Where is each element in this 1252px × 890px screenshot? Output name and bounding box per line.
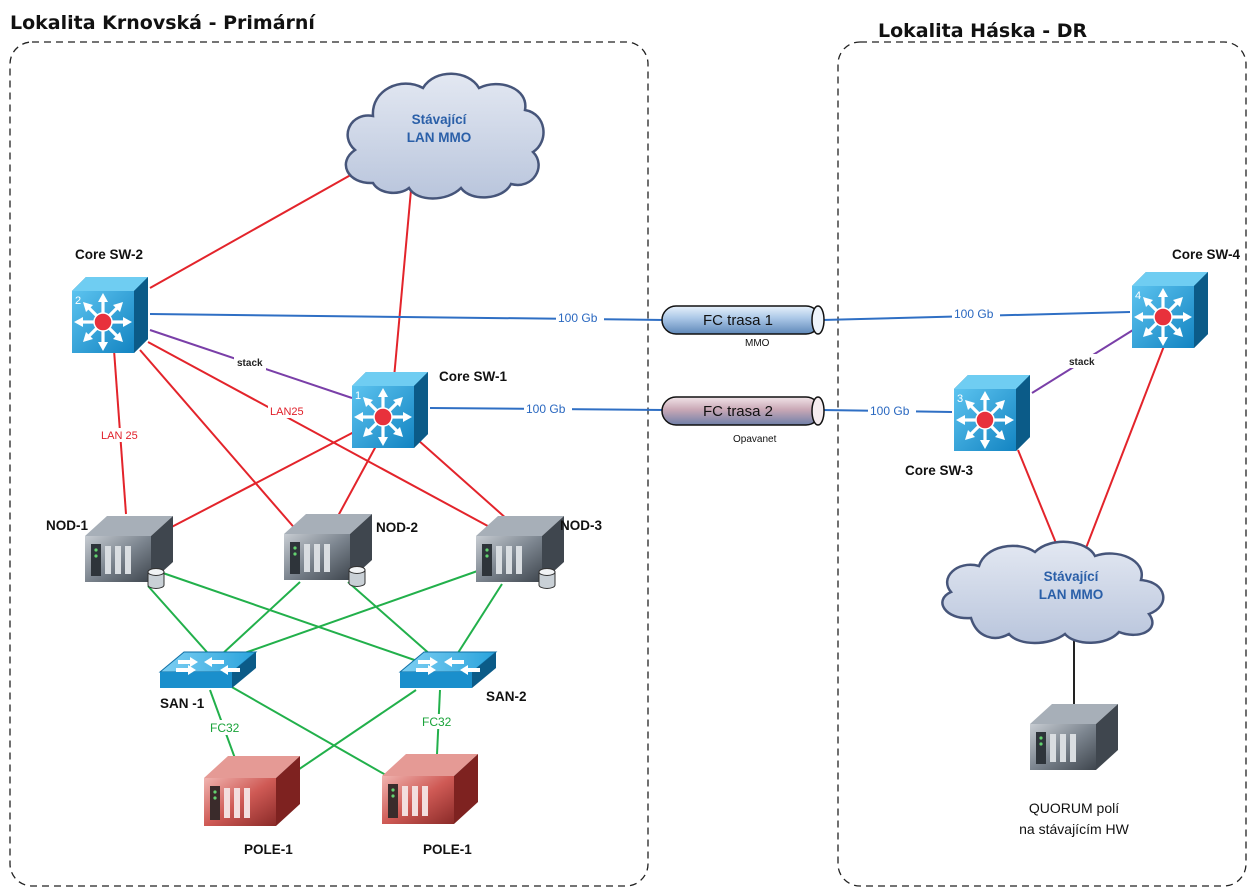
pole-array-1-label: POLE-1 xyxy=(244,842,293,857)
primary-site-title: Lokalita Krnovská - Primární xyxy=(10,12,316,34)
quorum-line1: QUORUM polí xyxy=(1029,800,1119,816)
link-cloud-coresw2 xyxy=(149,171,357,289)
cloud-primary-line2: LAN MMO xyxy=(407,130,472,145)
label-stack-primary: stack xyxy=(237,358,263,369)
dr-site-boundary xyxy=(837,41,1247,887)
links-layer xyxy=(113,171,1165,791)
core-sw-1[interactable]: 1 xyxy=(350,370,430,450)
link-nod1-san2 xyxy=(159,571,427,665)
pole-array-2-label: POLE-1 xyxy=(423,842,472,857)
san-2-switch[interactable] xyxy=(399,651,497,689)
core-sw-1-label: Core SW-1 xyxy=(439,369,507,384)
link-coresw4-cloud xyxy=(1085,345,1165,549)
fc-trasa-2-sub: Opavanet xyxy=(733,434,777,445)
san-1-switch[interactable] xyxy=(159,651,257,689)
san-2-label: SAN-2 xyxy=(486,689,527,704)
core-sw-4[interactable]: 4 xyxy=(1130,270,1210,350)
quorum-server[interactable] xyxy=(1030,704,1118,770)
nod-3-label: NOD-3 xyxy=(560,518,602,533)
link-labels: LAN 25 LAN25 stack stack 100 Gb 100 Gb 1… xyxy=(98,307,1098,735)
link-coresw2-nod2 xyxy=(139,349,299,533)
quorum-line2: na stávajícím HW xyxy=(1019,821,1129,837)
label-100gb-3: 100 Gb xyxy=(954,307,994,321)
core-sw-4-number: 4 xyxy=(1135,290,1141,302)
link-nod2-san2 xyxy=(347,581,433,657)
label-fc32-1: FC32 xyxy=(210,721,240,735)
nod-3-server[interactable] xyxy=(476,516,564,589)
fc-trasa-1-sub: MMO xyxy=(745,338,770,349)
label-stack-dr: stack xyxy=(1069,357,1095,368)
fc-trasa-1-label: FC trasa 1 xyxy=(703,312,773,329)
core-sw-3-number: 3 xyxy=(957,393,963,405)
link-san2-pole1 xyxy=(285,689,417,779)
link-san1-pole2 xyxy=(229,685,413,791)
label-100gb-1: 100 Gb xyxy=(558,311,598,325)
cloud-lan-mmo-primary: Stávající LAN MMO xyxy=(344,72,545,200)
link-nod2-san1 xyxy=(219,581,301,657)
nod-1-label: NOD-1 xyxy=(46,518,88,533)
cloud-primary-line1: Stávající xyxy=(412,112,468,127)
fc-trasa-2-label: FC trasa 2 xyxy=(703,403,773,420)
pole-array-2[interactable] xyxy=(382,754,478,824)
link-coresw1-nod3 xyxy=(417,439,509,521)
core-sw-2-label: Core SW-2 xyxy=(75,247,143,262)
san-1-label: SAN -1 xyxy=(160,696,205,711)
core-sw-2-number: 2 xyxy=(75,295,81,307)
link-coresw1-nod1 xyxy=(161,431,355,533)
label-100gb-2: 100 Gb xyxy=(526,402,566,416)
cloud-dr-line1: Stávající xyxy=(1044,569,1100,584)
cloud-dr-line2: LAN MMO xyxy=(1039,587,1104,602)
fc-trasa-2-pipe[interactable]: FC trasa 2 xyxy=(661,396,825,426)
label-lan-25: LAN 25 xyxy=(101,430,138,442)
nod-2-label: NOD-2 xyxy=(376,520,418,535)
cloud-lan-mmo-dr: Stávající LAN MMO xyxy=(941,540,1165,645)
label-100gb-4: 100 Gb xyxy=(870,404,910,418)
core-sw-1-number: 1 xyxy=(355,390,361,402)
core-sw-3-label: Core SW-3 xyxy=(905,463,973,478)
dr-site-title: Lokalita Háska - DR xyxy=(878,20,1088,42)
label-lan25: LAN25 xyxy=(270,406,304,418)
link-nod3-san1 xyxy=(235,567,487,657)
link-coresw3-cloud xyxy=(1017,449,1059,549)
core-sw-2[interactable]: 2 xyxy=(70,275,150,355)
link-cloud-coresw1 xyxy=(393,189,412,379)
fc-trasa-1-pipe[interactable]: FC trasa 1 xyxy=(661,305,825,335)
pole-array-1[interactable] xyxy=(204,756,300,826)
nod-1-server[interactable] xyxy=(85,516,173,589)
core-sw-4-label: Core SW-4 xyxy=(1172,247,1240,262)
link-coresw1-nod2 xyxy=(337,445,377,517)
link-nod3-san2 xyxy=(455,583,503,657)
link-nod1-san1 xyxy=(147,585,215,661)
label-fc32-2: FC32 xyxy=(422,715,452,729)
link-coresw2-nod3 xyxy=(147,341,498,532)
primary-site-boundary xyxy=(9,41,649,887)
core-sw-3[interactable]: 3 xyxy=(952,373,1032,453)
nod-2-server[interactable] xyxy=(284,514,372,587)
